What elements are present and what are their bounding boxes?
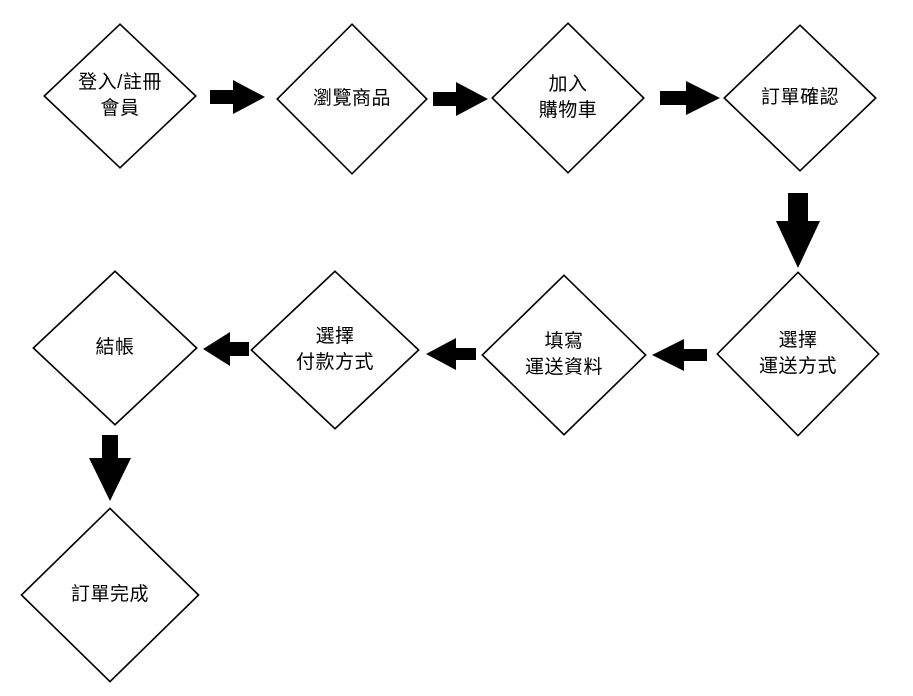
flow-node-fill-shipping-info: 填寫 運送資料	[481, 274, 647, 436]
flow-node-label: 選擇 運送方式	[758, 330, 837, 377]
arrow-down-icon	[89, 435, 131, 501]
diamond-shape	[491, 22, 645, 174]
flow-node-label: 加入 購物車	[538, 74, 598, 121]
arrow-right-icon	[660, 81, 720, 115]
flow-node-label: 訂單確認	[760, 87, 839, 108]
arrow-left-icon	[203, 332, 249, 366]
flow-node-checkout: 結帳	[32, 270, 198, 426]
flow-node-label: 填寫 運送資料	[524, 331, 603, 378]
flow-node-select-payment: 選擇 付款方式	[250, 270, 420, 430]
flow-node-label: 結帳	[95, 337, 135, 358]
diamond-shape	[32, 270, 198, 426]
flow-node-label: 登入/註冊 會員	[78, 72, 162, 119]
diamond-shape	[250, 270, 420, 430]
arrow-right-icon	[210, 80, 265, 114]
flow-node-select-shipping: 選擇 運送方式	[716, 271, 880, 437]
arrow-left-icon	[426, 338, 476, 370]
flow-node-order-complete: 訂單完成	[20, 507, 200, 683]
diamond-shape	[481, 274, 647, 436]
flow-node-label: 選擇 付款方式	[295, 326, 374, 373]
flow-node-add-to-cart: 加入 購物車	[491, 22, 645, 174]
diamond-shape	[716, 271, 880, 437]
flow-node-label: 瀏覽商品	[312, 88, 391, 109]
diamond-shape	[276, 23, 428, 175]
diamond-shape	[723, 24, 877, 172]
diamond-shape	[43, 23, 197, 169]
arrow-right-icon	[433, 82, 488, 116]
flow-node-browse: 瀏覽商品	[276, 23, 428, 175]
flow-node-label: 訂單完成	[70, 584, 149, 605]
arrow-down-icon	[776, 193, 820, 268]
diamond-shape	[20, 507, 200, 683]
flow-node-order-confirm: 訂單確認	[723, 24, 877, 172]
arrow-left-icon	[652, 339, 707, 371]
flow-node-login: 登入/註冊 會員	[43, 23, 197, 169]
